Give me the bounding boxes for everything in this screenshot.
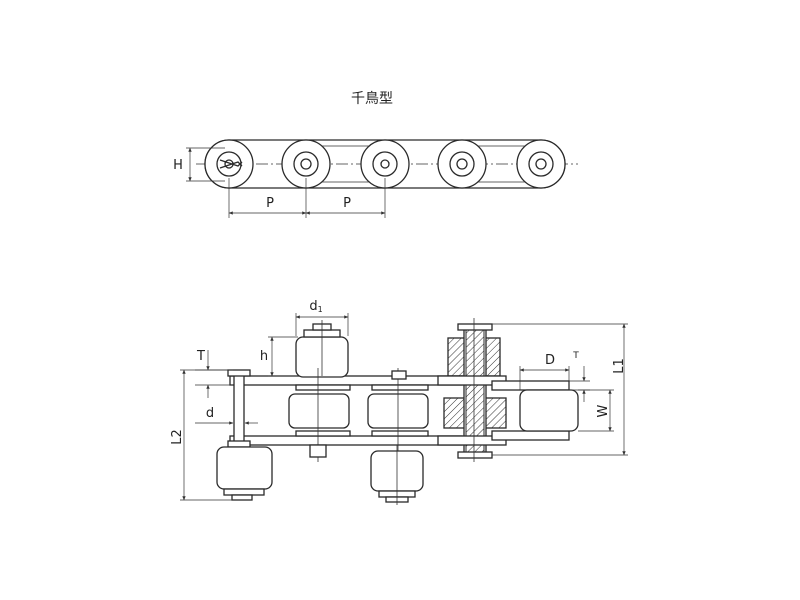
roller-4 bbox=[437, 139, 487, 189]
upper-roller bbox=[295, 320, 349, 378]
pin-left bbox=[216, 369, 273, 501]
label-p-2: P bbox=[343, 196, 351, 211]
label-t-left: T bbox=[196, 349, 205, 364]
label-d: d bbox=[206, 406, 214, 421]
lower-roller bbox=[370, 445, 424, 505]
label-l2: L2 bbox=[170, 429, 185, 445]
roller-2 bbox=[281, 139, 331, 189]
dimension-d: d bbox=[195, 406, 258, 425]
dimension-h-small: h bbox=[260, 336, 298, 377]
label-l1: L1 bbox=[612, 358, 627, 374]
label-h: H bbox=[173, 158, 183, 173]
label-h-small: h bbox=[260, 349, 268, 364]
label-w: W bbox=[596, 404, 611, 417]
end-roller bbox=[491, 380, 579, 441]
inner-roller-2 bbox=[367, 368, 429, 462]
chain-plan-view: d1 h T d L2 bbox=[170, 299, 628, 505]
label-big-d: D bbox=[545, 353, 555, 368]
roller-5 bbox=[516, 139, 566, 189]
dimension-d1: d1 bbox=[295, 299, 349, 336]
roller-3 bbox=[360, 139, 410, 189]
cotter-pin-icon bbox=[219, 159, 243, 169]
label-t-right: T bbox=[572, 351, 579, 361]
roller-1 bbox=[204, 139, 254, 189]
dimension-h: H bbox=[173, 147, 225, 182]
section-view bbox=[437, 318, 507, 462]
dimension-t-left: T bbox=[195, 349, 233, 398]
dimension-w: W bbox=[578, 389, 614, 432]
label-p-1: P bbox=[266, 196, 274, 211]
dimension-big-d: D bbox=[519, 353, 570, 390]
dimension-pitch: P P bbox=[228, 178, 386, 218]
inner-roller-1 bbox=[288, 368, 350, 462]
label-d1: d1 bbox=[309, 299, 322, 314]
dimension-l1: L1 bbox=[492, 323, 628, 456]
chain-side-view: H P P bbox=[173, 139, 578, 218]
dimension-l2: L2 bbox=[170, 369, 232, 501]
drawing-title: 千鳥型 bbox=[351, 91, 393, 107]
